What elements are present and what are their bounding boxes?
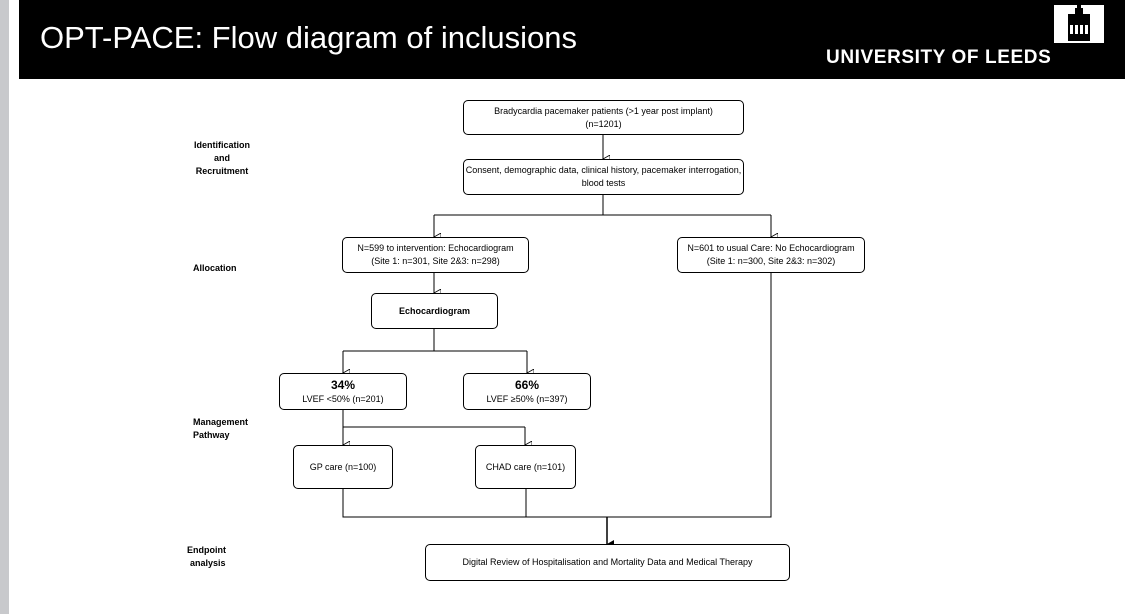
connector-usual-care-to-endpoint xyxy=(607,273,772,518)
stage-management-label: Management Pathway xyxy=(193,417,249,440)
box-pacemaker-patients: Bradycardia pacemaker patients (>1 year … xyxy=(463,100,744,135)
slide-header: OPT-PACE: Flow diagram of inclusions UNI… xyxy=(19,0,1125,79)
box-endpoint-review: Digital Review of Hospitalisation and Mo… xyxy=(425,544,790,581)
stage-endpoint-label: Endpoint analysis xyxy=(187,545,226,568)
box-lvef-reduced: 34% LVEF <50% (n=201) xyxy=(279,373,407,410)
stage-allocation-label: Allocation xyxy=(193,263,237,273)
box-consent-baseline: Consent, demographic data, clinical hist… xyxy=(463,159,744,195)
box-chad-care: CHAD care (n=101) xyxy=(475,445,576,489)
slide-title: OPT-PACE: Flow diagram of inclusions xyxy=(40,20,577,55)
box-echocardiogram: Echocardiogram xyxy=(371,293,498,329)
box-gp-care: GP care (n=100) xyxy=(293,445,393,489)
university-logo-text: UNIVERSITY OF LEEDS xyxy=(826,47,1052,68)
connector-gp-to-endpoint xyxy=(342,489,607,518)
box-usual-care-arm: N=601 to usual Care: No Echocardiogram (… xyxy=(677,237,865,273)
box-intervention-arm: N=599 to intervention: Echocardiogram (S… xyxy=(342,237,529,273)
university-crest-logo xyxy=(1054,5,1104,43)
slide-left-border xyxy=(0,0,9,614)
box-lvef-preserved: 66% LVEF ≥50% (n=397) xyxy=(463,373,591,410)
stage-identification-label: Identification and Recruitment xyxy=(194,140,250,176)
